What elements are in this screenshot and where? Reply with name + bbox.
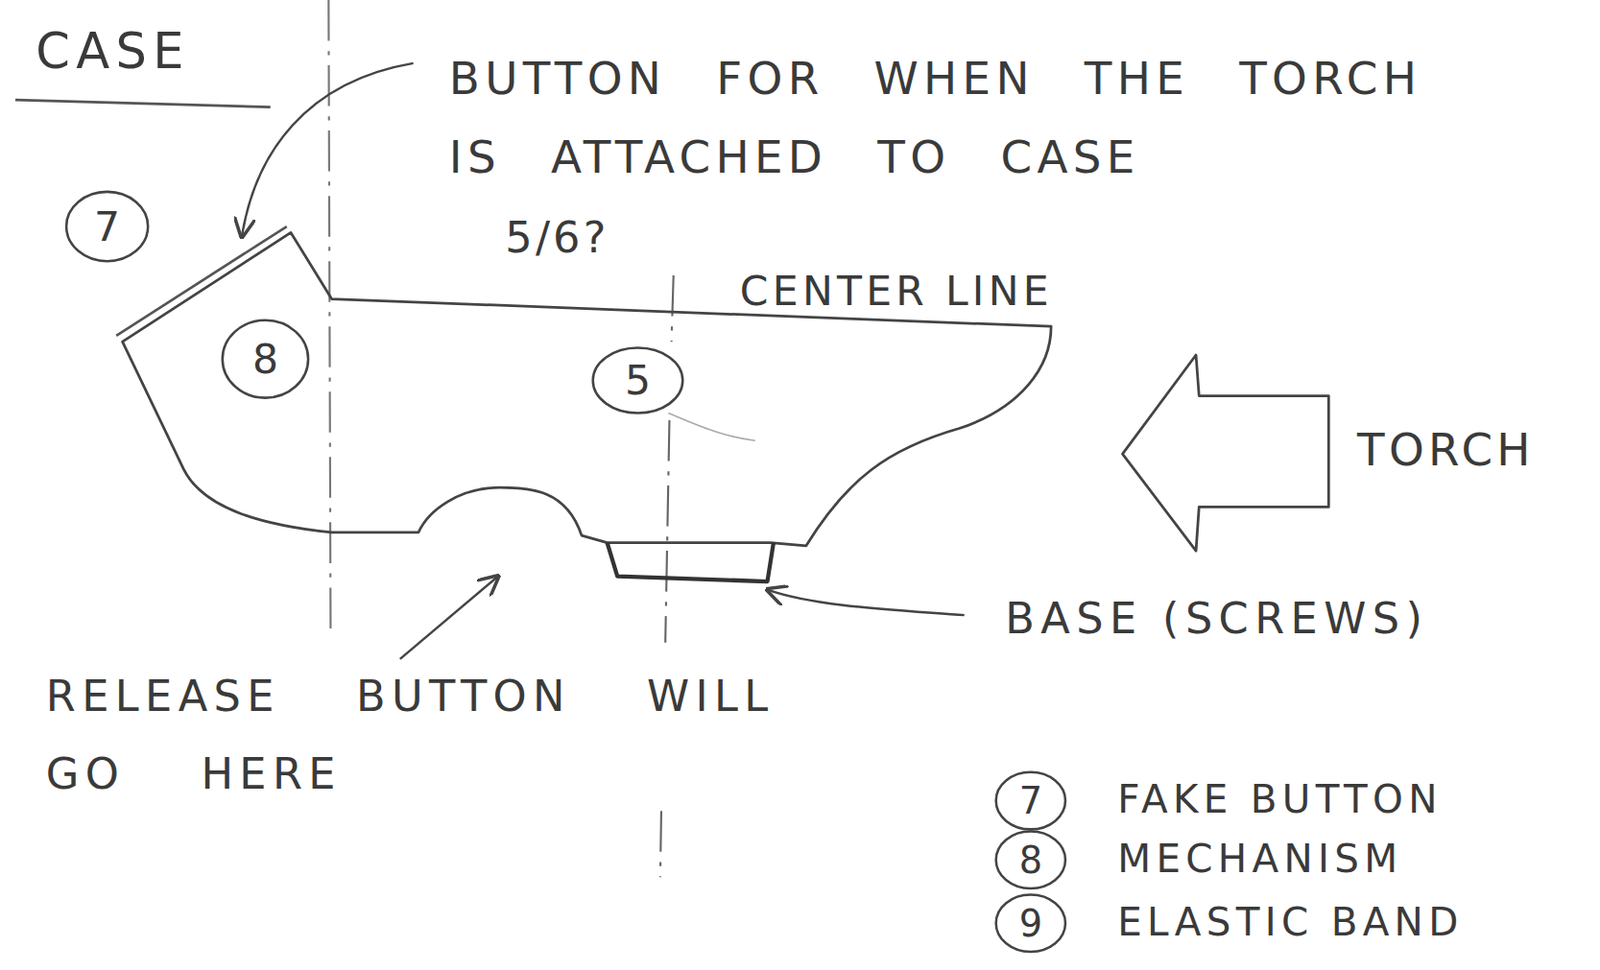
- callout-number: 8: [220, 318, 311, 401]
- callout-number: 7: [994, 770, 1069, 833]
- callout-text: 5: [591, 345, 686, 415]
- leader-line: [668, 413, 755, 442]
- callout-text: 7: [994, 770, 1069, 833]
- callout-text: 8: [220, 318, 311, 401]
- note-text: RELEASE BUTTON WILL GO HERE: [46, 658, 884, 813]
- callout-text: 7: [64, 190, 150, 264]
- sheet-title: CASE: [35, 22, 191, 80]
- callout-number: 8: [994, 829, 1069, 891]
- leader-arrow: [241, 63, 414, 238]
- leader-arrow: [767, 590, 965, 617]
- callout-number: 5: [591, 345, 686, 415]
- legend-text: MECHANISM: [1117, 836, 1403, 883]
- base-plate: [607, 543, 774, 582]
- legend-text: FAKE BUTTON: [1117, 777, 1442, 823]
- part-label: TORCH: [1357, 423, 1535, 476]
- note-text: BUTTON FOR WHEN THE TORCH IS ATTACHED TO…: [449, 38, 1490, 196]
- title-underline: [15, 99, 271, 107]
- callout-text: 8: [994, 829, 1069, 891]
- legend-text: ELASTIC BAND: [1117, 900, 1463, 946]
- callout-number: 7: [64, 190, 150, 264]
- line-label: CENTER LINE: [740, 267, 1053, 315]
- callout-text: 9: [994, 892, 1069, 955]
- callout-number: 9: [994, 892, 1069, 955]
- dimension-note: 5/6?: [504, 212, 609, 263]
- part-label: BASE (SCREWS): [1004, 594, 1429, 645]
- leader-arrow: [400, 576, 499, 660]
- torch-arrow: [1122, 355, 1330, 551]
